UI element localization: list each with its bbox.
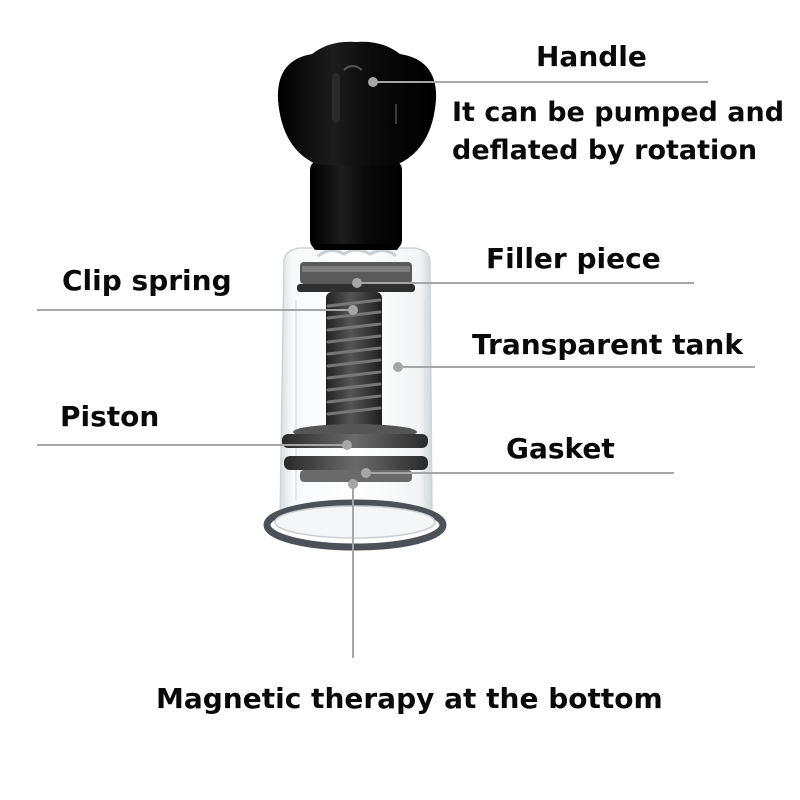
label-handle: Handle [536,40,647,73]
gasket-shape [284,456,428,482]
label-clip-spring: Clip spring [62,264,232,297]
label-magnetic-therapy-bottom: Magnetic therapy at the bottom [156,682,663,715]
handle-note-line-1: It can be pumped and [452,97,785,128]
label-gasket: Gasket [506,432,615,465]
handle-note: It can be pumped and deflated by rotatio… [452,94,784,170]
handle-shape [277,41,437,250]
handle-note-line-2: deflated by rotation [452,135,758,166]
label-piston: Piston [60,400,160,433]
filler-piece-shape [297,248,415,292]
leader-lines [37,77,755,658]
clip-spring-shape [326,292,382,430]
label-filler-piece: Filler piece [486,242,661,275]
label-transparent-tank: Transparent tank [472,328,743,361]
